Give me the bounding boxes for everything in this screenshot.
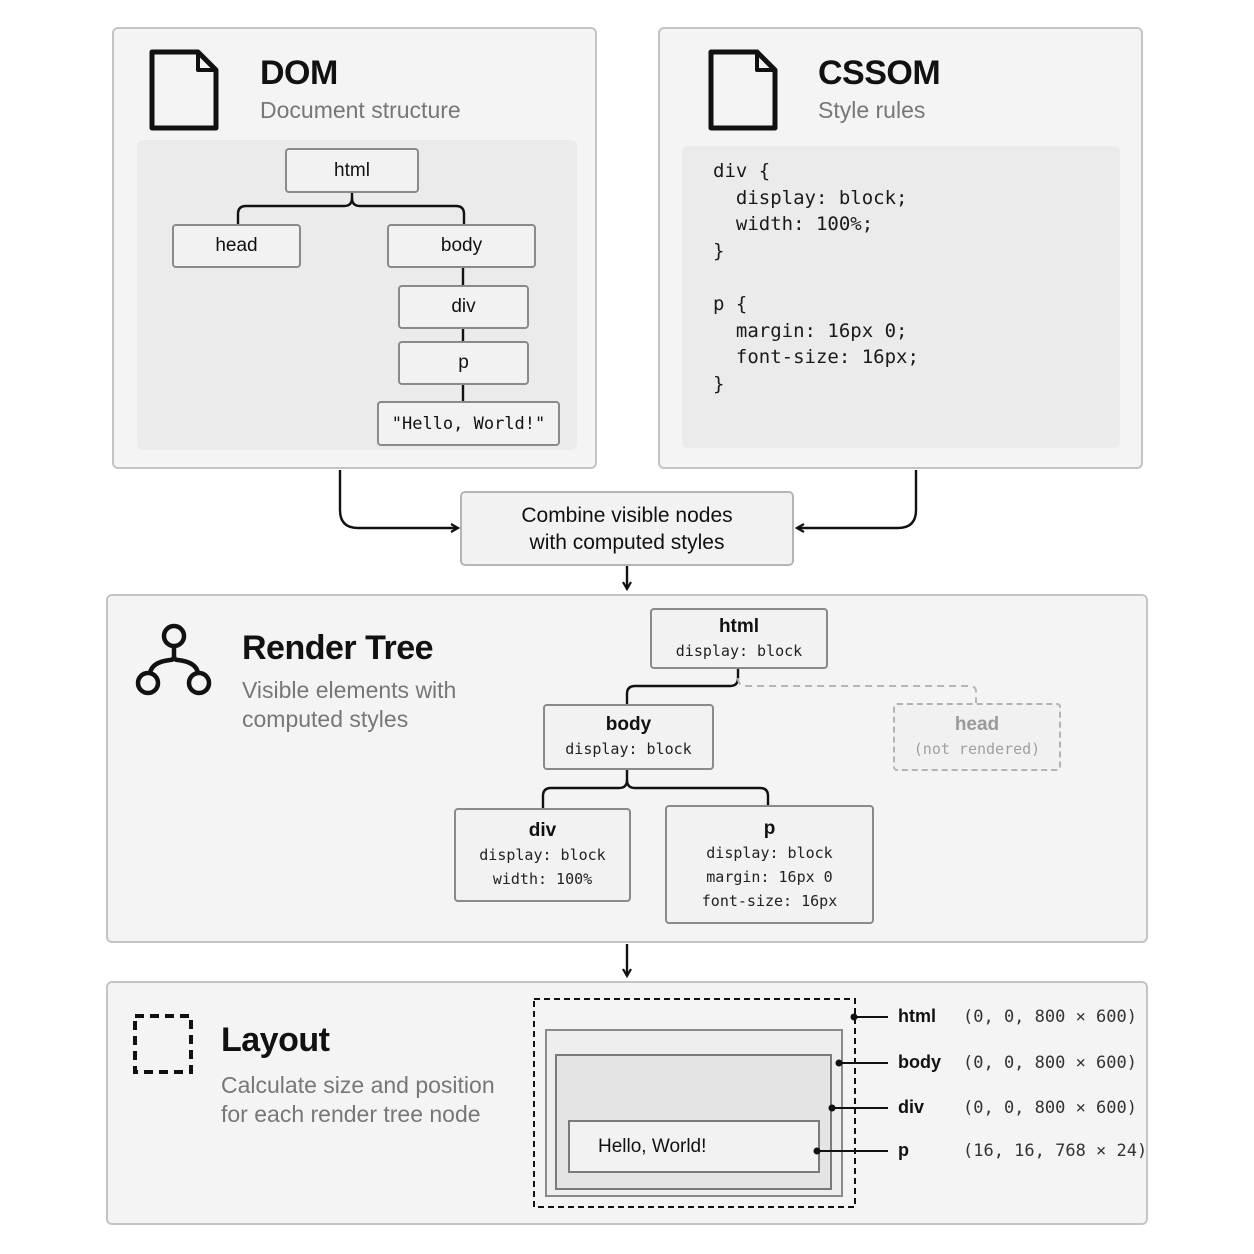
cssom-code-area <box>682 146 1120 448</box>
cssom-title: CSSOM <box>818 54 941 92</box>
css-code-line: display: block; <box>713 186 908 209</box>
render-node-body-prop: display: block <box>565 740 692 758</box>
render-node-html-name: html <box>718 615 760 637</box>
layout-subtitle-1: Calculate size and position <box>221 1072 495 1098</box>
layout-label-html: html <box>898 1006 936 1026</box>
render-node-p-name: p <box>763 817 776 839</box>
render-node-p-prop: margin: 16px 0 <box>706 867 833 886</box>
layout-coords-p: (16, 16, 768 × 24) <box>963 1141 1148 1161</box>
layout-coords-div: (0, 0, 800 × 600) <box>963 1098 1137 1118</box>
layout-label-div: div <box>898 1097 925 1117</box>
render-node-head-note: (not rendered) <box>913 740 1041 758</box>
render-node-head: head (not rendered) <box>893 703 1061 771</box>
render-node-body-name: body <box>605 714 652 735</box>
layout-coords-body: (0, 0, 800 × 600) <box>963 1053 1137 1073</box>
dom-title: DOM <box>260 54 338 92</box>
dom-node-div: div <box>398 285 529 329</box>
cssom-subtitle: Style rules <box>818 97 926 123</box>
css-code-line: div { <box>713 160 771 182</box>
layout-title: Layout <box>221 1021 330 1059</box>
combine-line-1: Combine visible nodes <box>521 503 733 527</box>
render-node-p-prop: display: block <box>706 843 833 862</box>
dom-node-p: p <box>398 341 529 385</box>
render-node-div-name: div <box>528 820 557 841</box>
render-node-div-prop: width: 100% <box>492 870 593 888</box>
render-tree-subtitle-2: computed styles <box>242 706 409 732</box>
css-code-line: } <box>713 372 725 395</box>
combine-step: Combine visible nodes with computed styl… <box>460 491 794 566</box>
render-node-head-name: head <box>954 714 1000 735</box>
css-code-line: } <box>713 239 725 262</box>
layout-coords-html: (0, 0, 800 × 600) <box>963 1007 1137 1027</box>
dom-node-text: "Hello, World!" <box>377 401 560 446</box>
combine-line-2: with computed styles <box>529 530 725 554</box>
layout-subtitle-2: for each render tree node <box>221 1101 481 1127</box>
dom-node-html: html <box>285 148 419 193</box>
render-node-div: div display: block width: 100% <box>454 808 631 902</box>
render-node-html-prop: display: block <box>675 641 803 660</box>
layout-hello-text: Hello, World! <box>598 1136 707 1157</box>
dom-node-head: head <box>172 224 301 268</box>
css-code-line: font-size: 16px; <box>713 346 919 369</box>
css-code-line: margin: 16px 0; <box>713 319 908 342</box>
layout-label-p: p <box>898 1140 909 1160</box>
render-node-body: body display: block <box>543 704 714 770</box>
render-node-p: p display: block margin: 16px 0 font-siz… <box>665 805 874 924</box>
css-code-line: width: 100%; <box>713 213 874 236</box>
render-node-p-prop: font-size: 16px <box>701 891 838 910</box>
css-code-line: p { <box>713 292 748 315</box>
render-node-html: html display: block <box>650 608 828 669</box>
dom-subtitle: Document structure <box>260 97 461 123</box>
dom-node-body: body <box>387 224 536 268</box>
render-node-div-prop: display: block <box>479 846 606 864</box>
css-code-block: div { display: block; width: 100%; } p {… <box>713 158 919 397</box>
render-tree-title: Render Tree <box>242 629 434 667</box>
render-tree-subtitle-1: Visible elements with <box>242 677 457 703</box>
layout-label-body: body <box>898 1052 941 1072</box>
